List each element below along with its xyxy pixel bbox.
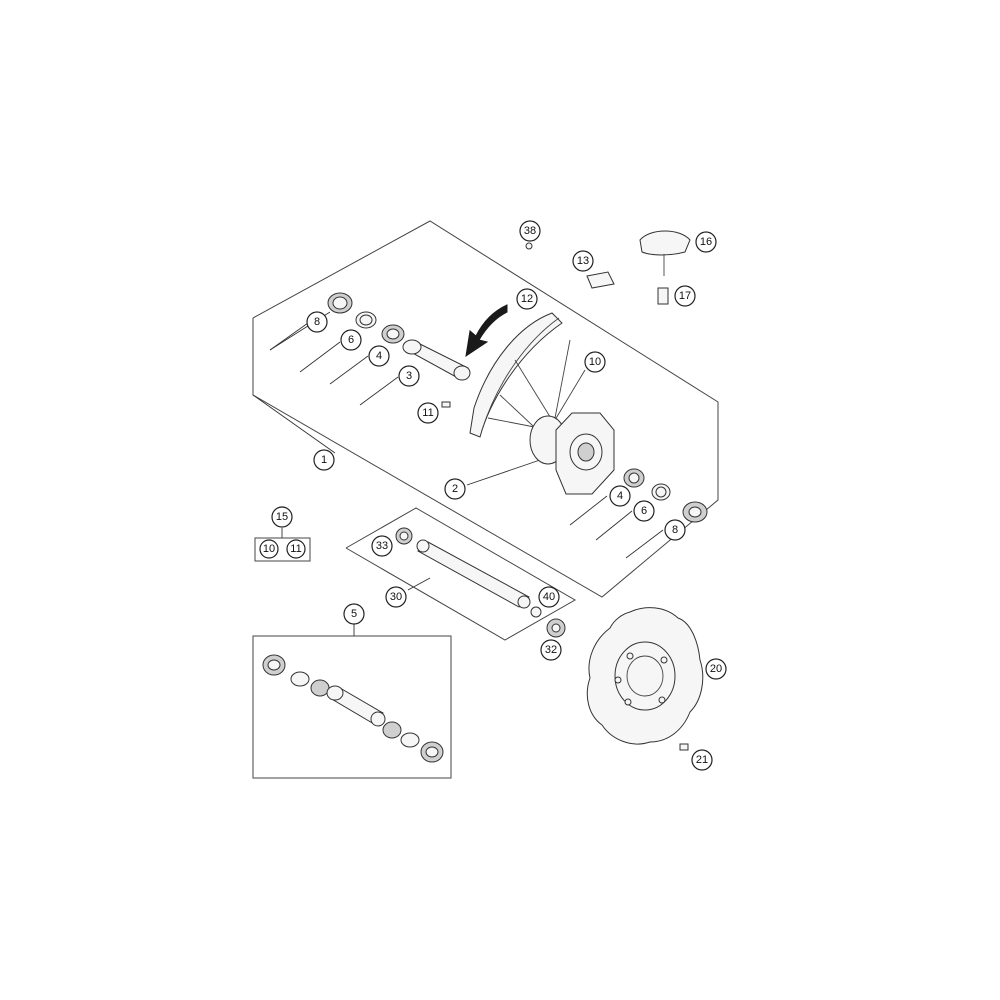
- callout-6-bottom: 6: [633, 500, 655, 522]
- nipple-11-part: [441, 401, 451, 408]
- svg-text:2: 2: [452, 483, 458, 495]
- bearing-4-top-part: [381, 324, 405, 344]
- callout-6-top: 6: [340, 329, 362, 351]
- rim-12-part: [469, 312, 563, 438]
- svg-text:33: 33: [376, 540, 388, 552]
- callout-8-bottom: 8: [664, 519, 686, 541]
- ring-6-bottom-part: [651, 483, 671, 501]
- svg-text:13: 13: [577, 255, 589, 267]
- axle-frame: [345, 507, 577, 641]
- ring-6-top-part: [355, 311, 377, 329]
- svg-text:15: 15: [276, 511, 288, 523]
- callout-32: 32: [540, 639, 562, 661]
- disc-screw-21-part: [679, 743, 689, 751]
- rotation-arrow-icon: [465, 304, 508, 358]
- bearing-4-bottom-part: [623, 468, 645, 488]
- axle-30-part: [416, 539, 531, 609]
- callout-16: 16: [695, 231, 717, 253]
- svg-text:8: 8: [672, 524, 678, 536]
- callout-2: 2: [444, 478, 466, 500]
- valve-nut-17-part: [657, 287, 669, 305]
- hub-2-part: [529, 412, 615, 495]
- seal-8-bottom-part: [682, 501, 708, 523]
- washer-40-part: [530, 606, 542, 618]
- svg-text:3: 3: [406, 370, 412, 382]
- brake-disc-20-part: [586, 607, 704, 745]
- rim-tape-13-part: [586, 271, 615, 289]
- callout-1: 1: [313, 449, 335, 471]
- spacer-33-part: [395, 527, 413, 545]
- callout-11: 11: [417, 402, 439, 424]
- callout-20: 20: [705, 658, 727, 680]
- callout-11-kit: 11: [286, 539, 306, 559]
- callout-4-top: 4: [368, 345, 390, 367]
- svg-text:4: 4: [617, 490, 623, 502]
- svg-text:16: 16: [700, 236, 712, 248]
- callout-33: 33: [371, 535, 393, 557]
- callout-10-kit: 10: [259, 539, 279, 559]
- callout-15: 15: [271, 506, 293, 528]
- svg-text:1: 1: [321, 454, 327, 466]
- svg-text:10: 10: [263, 543, 275, 555]
- main-leader-lines: [252, 311, 664, 559]
- svg-text:11: 11: [290, 543, 301, 555]
- repair-kit-15-group: [254, 528, 311, 562]
- svg-text:38: 38: [524, 225, 536, 237]
- callout-5: 5: [343, 603, 365, 625]
- svg-text:4: 4: [376, 350, 382, 362]
- svg-text:8: 8: [314, 316, 320, 328]
- callout-30: 30: [385, 586, 407, 608]
- spacer-3-part: [402, 339, 471, 381]
- svg-text:6: 6: [641, 505, 647, 517]
- svg-text:11: 11: [422, 407, 433, 419]
- nut-32-part: [546, 618, 566, 638]
- callout-3: 3: [398, 365, 420, 387]
- svg-text:32: 32: [545, 644, 557, 656]
- screw-38-part: [525, 242, 533, 250]
- callout-12: 12: [516, 288, 538, 310]
- callout-10: 10: [584, 351, 606, 373]
- callout-17: 17: [674, 285, 696, 307]
- svg-text:6: 6: [348, 334, 354, 346]
- svg-text:10: 10: [589, 356, 601, 368]
- svg-text:5: 5: [351, 608, 357, 620]
- bearing-kit-5-parts: [262, 654, 444, 763]
- callout-38: 38: [519, 220, 541, 242]
- bearing-kit-5-frame: [252, 624, 452, 779]
- callout-40: 40: [538, 586, 560, 608]
- callout-8-top: 8: [306, 311, 328, 333]
- callout-4-bottom: 4: [609, 485, 631, 507]
- callout-21: 21: [691, 749, 713, 771]
- svg-text:30: 30: [390, 591, 402, 603]
- valve-16-part: [639, 230, 691, 276]
- svg-text:21: 21: [696, 754, 708, 766]
- svg-text:12: 12: [521, 293, 533, 305]
- svg-text:17: 17: [679, 290, 691, 302]
- svg-text:40: 40: [543, 591, 555, 603]
- svg-text:20: 20: [710, 663, 722, 675]
- seal-8-top-part: [327, 292, 353, 314]
- callout-13: 13: [572, 250, 594, 272]
